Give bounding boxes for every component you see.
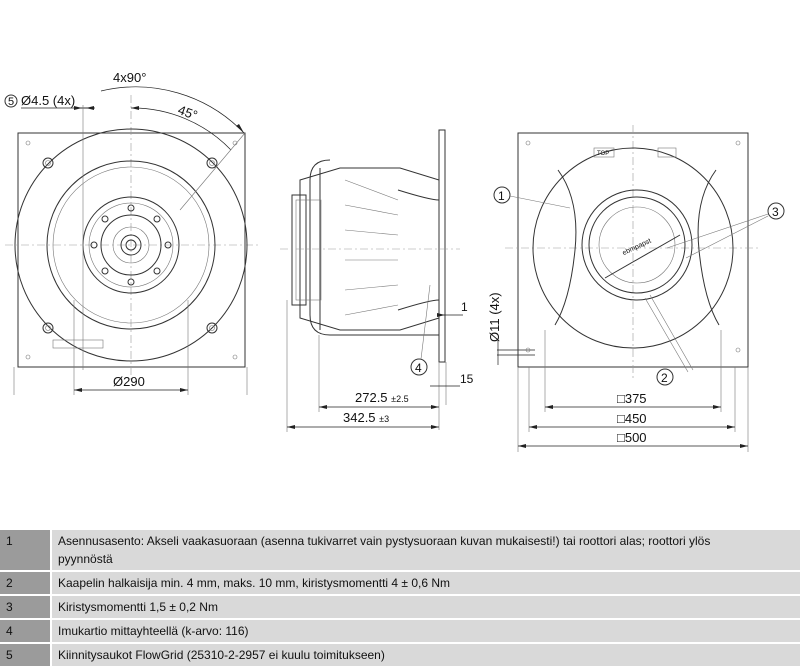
dim-342-label: 342.5 ±3 bbox=[343, 410, 389, 425]
technical-drawing: 5 Ø4.5 (4x) 4x90° 45° Ø290 4 bbox=[4, 70, 785, 452]
note-number: 3 bbox=[0, 595, 52, 620]
angle-4x90-label: 4x90° bbox=[113, 70, 146, 85]
hole-11-label: Ø11 (4x) bbox=[487, 292, 502, 342]
note-text: Imukartio mittayhteellä (k-arvo: 116) bbox=[51, 619, 800, 644]
brand-label: ebmpapst bbox=[621, 238, 652, 257]
callout-5-circle bbox=[4, 94, 18, 108]
dim-15-label: 15 bbox=[460, 372, 474, 386]
angle-45-label: 45° bbox=[176, 102, 200, 123]
callout-2: 2 bbox=[661, 371, 668, 385]
note-number: 1 bbox=[0, 530, 52, 572]
notes-table: 1 Asennusasento: Akseli vaakasuoraan (as… bbox=[0, 530, 800, 668]
note-number: 5 bbox=[0, 643, 52, 668]
dim-375-label: □375 bbox=[617, 391, 647, 406]
table-row: 4 Imukartio mittayhteellä (k-arvo: 116) bbox=[0, 619, 800, 644]
rotation-arrow-icon bbox=[657, 147, 677, 158]
note-text: Asennusasento: Akseli vaakasuoraan (asen… bbox=[58, 534, 711, 548]
note-text: Kaapelin halkaisija min. 4 mm, maks. 10 … bbox=[51, 571, 800, 596]
side-view: 4 1 15 272.5 ±2.5 342.5 ±3 Ø11 (4x) bbox=[280, 129, 535, 432]
callout-1: 1 bbox=[498, 189, 505, 203]
table-row: 3 Kiristysmomentti 1,5 ± 0,2 Nm bbox=[0, 595, 800, 620]
diameter-290-label: Ø290 bbox=[113, 374, 145, 389]
table-row: 2 Kaapelin halkaisija min. 4 mm, maks. 1… bbox=[0, 571, 800, 596]
rear-view: TOP ebmpapst 1 3 2 □375 □450 □500 bbox=[493, 125, 785, 452]
note-text-cont: pyynnöstä bbox=[58, 552, 113, 566]
table-row: 5 Kiinnitysaukot FlowGrid (25310-2-2957 … bbox=[0, 643, 800, 668]
dim-500-label: □500 bbox=[617, 430, 647, 445]
label-plate bbox=[52, 339, 104, 349]
callout-4: 4 bbox=[415, 361, 422, 375]
table-row: 1 Asennusasento: Akseli vaakasuoraan (as… bbox=[0, 530, 800, 572]
front-view: 5 Ø4.5 (4x) 4x90° 45° Ø290 bbox=[4, 70, 258, 395]
top-label: TOP bbox=[597, 151, 609, 157]
dim-450-label: □450 bbox=[617, 411, 647, 426]
dim-1-label: 1 bbox=[461, 300, 468, 314]
note-text: Kiristysmomentti 1,5 ± 0,2 Nm bbox=[51, 595, 800, 620]
mounting-holes bbox=[25, 140, 238, 360]
note-number: 2 bbox=[0, 571, 52, 596]
callout-5: 5 bbox=[8, 96, 14, 108]
hole-diameter-label: Ø4.5 (4x) bbox=[21, 93, 75, 108]
note-text: Kiinnitysaukot FlowGrid (25310-2-2957 ei… bbox=[51, 643, 800, 668]
callout-3: 3 bbox=[772, 205, 779, 219]
note-number: 4 bbox=[0, 619, 52, 644]
dim-272-label: 272.5 ±2.5 bbox=[355, 390, 409, 405]
